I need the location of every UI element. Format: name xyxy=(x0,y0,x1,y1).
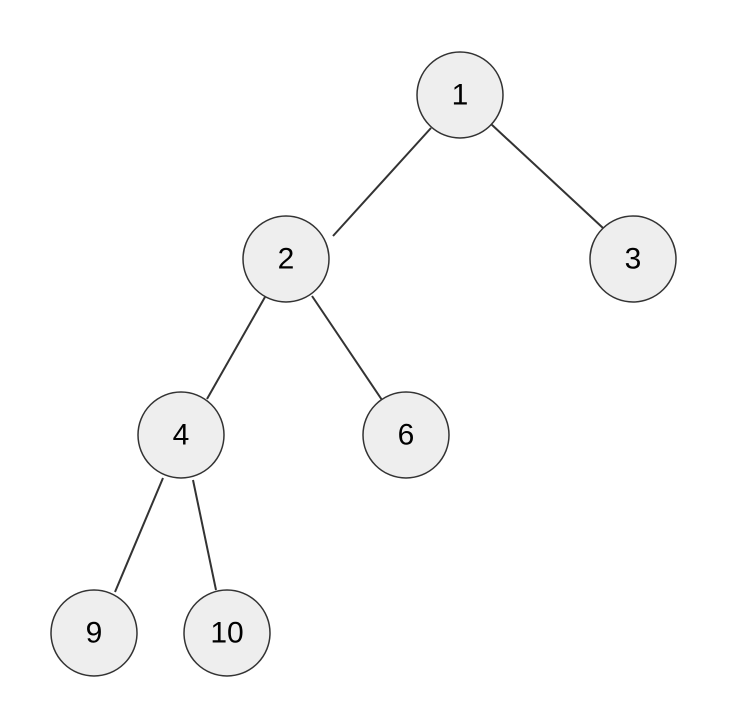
edge-1-2 xyxy=(332,127,432,237)
node-circle xyxy=(362,391,450,479)
edge-2-6 xyxy=(311,295,383,401)
node-label: 10 xyxy=(210,617,243,650)
edges xyxy=(114,123,604,593)
tree-node-3: 3 xyxy=(589,215,677,303)
tree-node-10: 10 xyxy=(183,589,271,677)
node-circle xyxy=(416,51,504,139)
node-circle xyxy=(242,215,330,303)
edge-4-9 xyxy=(114,477,164,593)
node-label: 4 xyxy=(173,419,190,452)
tree-node-6: 6 xyxy=(362,391,450,479)
edge-2-4 xyxy=(206,296,266,400)
tree-node-9: 9 xyxy=(50,589,138,677)
tree-node-2: 2 xyxy=(242,215,330,303)
node-label: 2 xyxy=(278,243,295,276)
node-circle xyxy=(183,589,271,677)
node-circle xyxy=(50,589,138,677)
tree-node-1: 1 xyxy=(416,51,504,139)
node-label: 3 xyxy=(625,243,642,276)
edge-1-3 xyxy=(490,123,604,229)
edge-4-10 xyxy=(192,479,217,591)
node-label: 9 xyxy=(86,617,103,650)
node-circle xyxy=(137,391,225,479)
node-label: 6 xyxy=(398,419,415,452)
tree-node-4: 4 xyxy=(137,391,225,479)
node-circle xyxy=(589,215,677,303)
node-label: 1 xyxy=(452,79,469,112)
